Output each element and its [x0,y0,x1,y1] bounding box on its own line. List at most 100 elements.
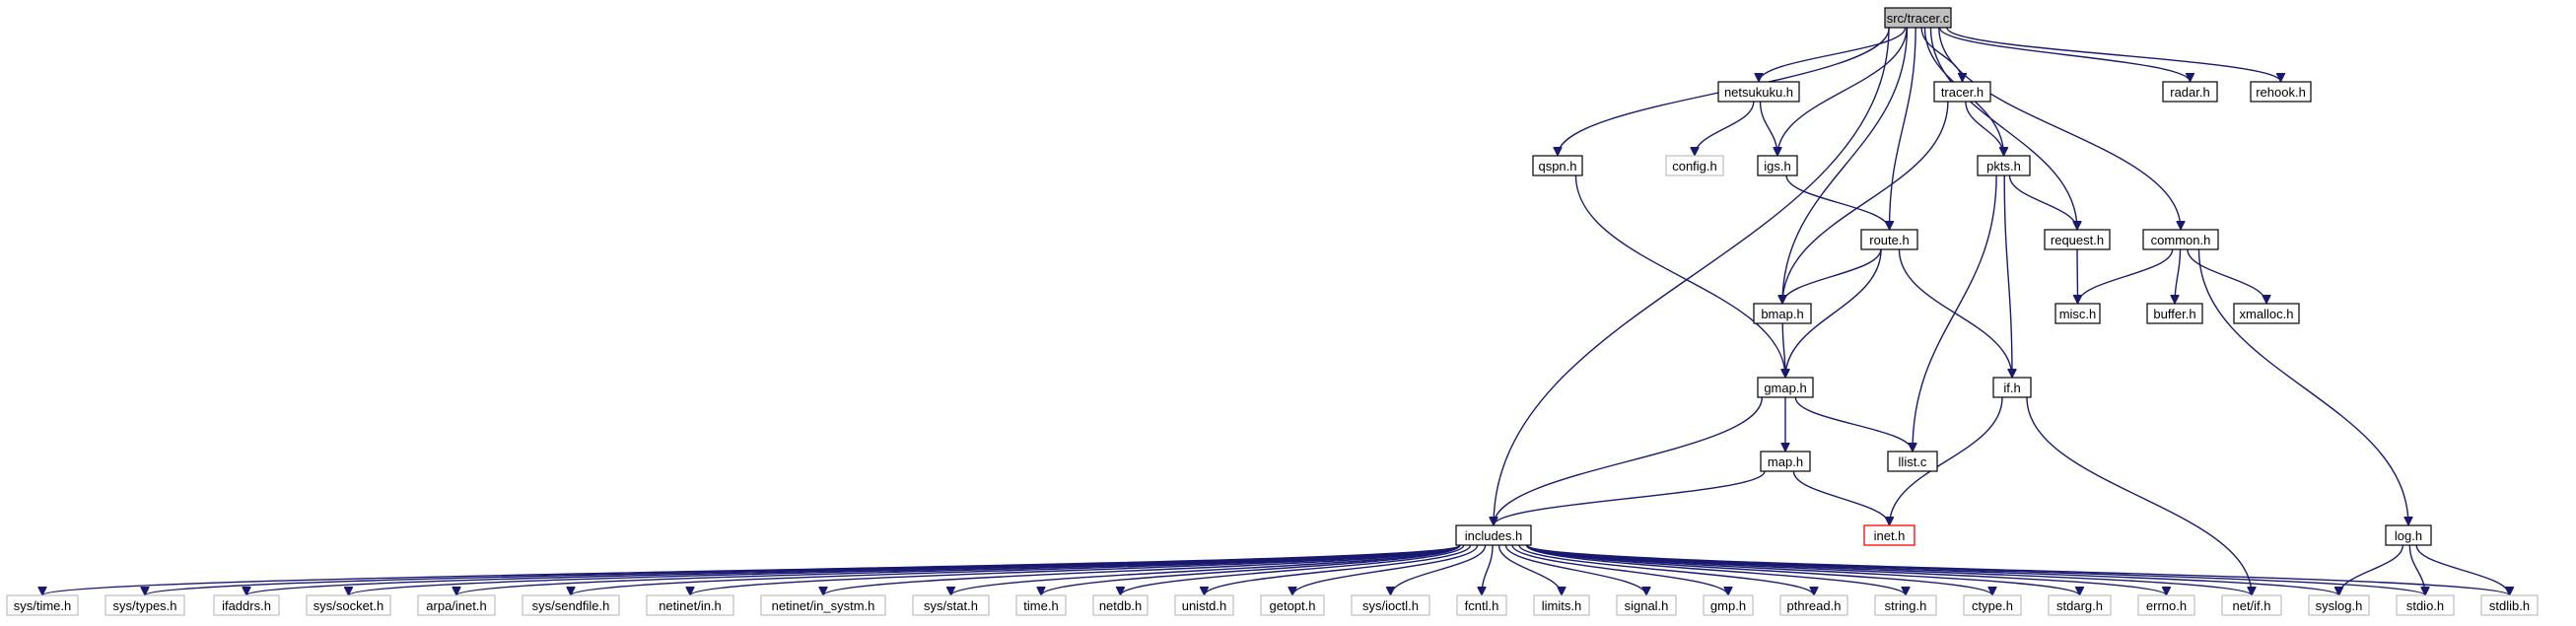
node-request-h[interactable]: request.h [2044,229,2111,250]
node-label: includes.h [1465,528,1523,543]
node-box [1757,155,1798,176]
node-box [306,594,391,616]
node-box [912,594,990,616]
edge-includes_h-to-stdlib_h [1526,544,2510,596]
node-qspn-h[interactable]: qspn.h [1532,155,1583,176]
node-fcntl-h[interactable]: fcntl.h [1456,594,1507,616]
node-netinet-in-systm-h[interactable]: netinet/in_systm.h [760,594,886,616]
node-box [6,594,79,616]
node-sys-ioctl-h[interactable]: sys/ioctl.h [1351,594,1430,616]
node-label: xmalloc.h [2240,307,2294,321]
edge-qspn_h-to-gmap_h [1574,174,1785,378]
node-syslog-h[interactable]: syslog.h [2308,594,2370,616]
node-box [417,594,496,616]
node-label: sys/sendfile.h [532,598,610,613]
node-label: netinet/in.h [659,598,722,613]
node-errno-h[interactable]: errno.h [2137,594,2195,616]
edge-includes_h-to-fcntl_h [1482,544,1494,595]
edge-route_h-to-bmap_h [1782,248,1882,305]
node-label: pkts.h [1986,159,2021,174]
node-stdarg-h[interactable]: stdarg.h [2048,594,2112,616]
edge-pkts_h-to-if_h [2003,174,2012,378]
node-sys-stat-h[interactable]: sys/stat.h [912,594,990,616]
node-gmap-h[interactable]: gmap.h [1757,377,1814,398]
node-tracer-c[interactable]: src/tracer.c [1884,7,1952,29]
node-label: ifaddrs.h [222,598,271,613]
node-label: log.h [2395,528,2422,543]
node-netdb-h[interactable]: netdb.h [1092,594,1149,616]
node-sys-types-h[interactable]: sys/types.h [104,594,185,616]
node-label: limits.h [1542,598,1581,613]
edge-route_h-to-gmap_h [1785,248,1882,378]
edge-tracer_c-to-request_h [1929,27,2077,230]
node-gmp-h[interactable]: gmp.h [1703,594,1754,616]
node-box [2308,594,2370,616]
node-label: sys/ioctl.h [1362,598,1419,613]
node-label: radar.h [2170,85,2209,100]
node-arpa-inet-h[interactable]: arpa/inet.h [417,594,496,616]
edge-log_h-to-stdio_h [2408,544,2425,595]
node-netsukuku-h[interactable]: netsukuku.h [1717,81,1800,103]
edge-tracer_h-to-pkts_h [1965,101,2004,157]
edge-tracer_c-to-route_h [1890,27,1916,230]
node-llist-c[interactable]: llist.c [1887,451,1938,472]
node-label: stdio.h [2406,598,2444,613]
nodes-layer: src/tracer.c netsukuku.h tracer.h radar.h re… [6,7,2539,616]
node-limits-h[interactable]: limits.h [1533,594,1590,616]
node-box [646,594,734,616]
node-label: if.h [2003,381,2020,395]
edge-common_h-to-buffer_h [2175,248,2182,304]
node-label: getopt.h [1270,598,1316,613]
node-misc-h[interactable]: misc.h [2054,303,2101,324]
node-stdio-h[interactable]: stdio.h [2396,594,2455,616]
node-unistd-h[interactable]: unistd.h [1174,594,1234,616]
node-label: llist.c [1899,454,1927,469]
node-string-h[interactable]: string.h [1874,594,1937,616]
node-rehook-h[interactable]: rehook.h [2250,81,2312,103]
node-pthread-h[interactable]: pthread.h [1779,594,1848,616]
node-config-h[interactable]: config.h [1665,155,1724,176]
node-stdlib-h[interactable]: stdlib.h [2480,594,2539,616]
node-box [2162,81,2218,103]
edge-tracer_h-to-bmap_h [1782,101,1949,304]
node-route-h[interactable]: route.h [1860,229,1918,250]
node-common-h[interactable]: common.h [2142,229,2219,250]
node-igs-h[interactable]: igs.h [1757,155,1798,176]
node-label: unistd.h [1182,598,1227,613]
node-getopt-h[interactable]: getopt.h [1260,594,1325,616]
node-label: config.h [1672,159,1717,174]
node-pkts-h[interactable]: pkts.h [1977,155,2031,176]
node-if-h[interactable]: if.h [1992,377,2032,398]
node-log-h[interactable]: log.h [2385,524,2432,546]
node-label: route.h [1869,233,1909,247]
node-box [1665,155,1724,176]
node-ctype-h[interactable]: ctype.h [1963,594,2022,616]
node-map-h[interactable]: map.h [1760,451,1811,472]
node-signal-h[interactable]: signal.h [1616,594,1677,616]
node-sys-socket-h[interactable]: sys/socket.h [306,594,391,616]
node-box [1874,594,1937,616]
node-box [1977,155,2031,176]
node-buffer-h[interactable]: buffer.h [2146,303,2203,324]
node-sys-time-h[interactable]: sys/time.h [6,594,79,616]
node-ifaddrs-h[interactable]: ifaddrs.h [213,594,280,616]
node-box [2137,594,2195,616]
node-inet-h[interactable]: inet.h [1863,524,1915,546]
edge-bmap_h-to-gmap_h [1782,322,1785,378]
node-net-if-h[interactable]: net/if.h [2221,594,2282,616]
node-netinet-in-h[interactable]: netinet/in.h [646,594,734,616]
edge-includes_h-to-time_h [1041,544,1461,596]
edge-includes_h-to-pthread_h [1518,544,1814,596]
node-time-h[interactable]: time.h [1015,594,1067,616]
node-bmap-h[interactable]: bmap.h [1753,303,1812,324]
node-label: arpa/inet.h [426,598,486,613]
node-box [1456,594,1507,616]
node-tracer-h[interactable]: tracer.h [1933,81,1991,103]
node-radar-h[interactable]: radar.h [2162,81,2218,103]
node-sys-sendfile-h[interactable]: sys/sendfile.h [522,594,620,616]
node-includes-h[interactable]: includes.h [1455,524,1532,546]
node-label: net/if.h [2232,598,2270,613]
edge-igs_h-to-route_h [1785,174,1889,231]
node-xmalloc-h[interactable]: xmalloc.h [2233,303,2300,324]
